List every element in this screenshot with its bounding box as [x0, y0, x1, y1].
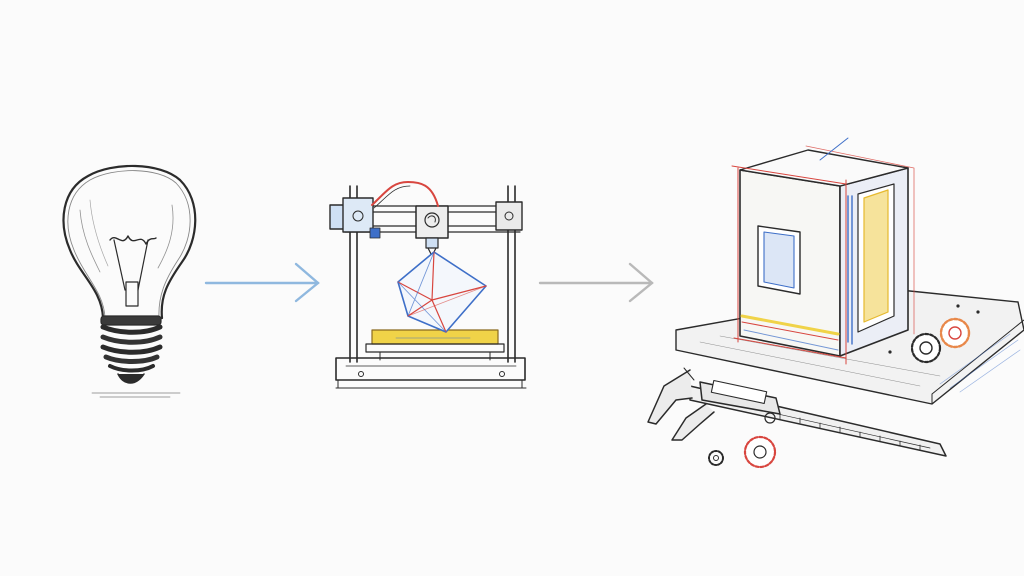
arrow-1-icon: [206, 264, 318, 301]
light-bulb-icon: [64, 166, 196, 397]
printed-box-icon: [676, 138, 1024, 404]
arrow-2-icon: [540, 264, 652, 301]
caliper-icon: [648, 368, 946, 467]
3d-printer-icon: [330, 182, 526, 388]
gear-icon: [912, 319, 969, 362]
